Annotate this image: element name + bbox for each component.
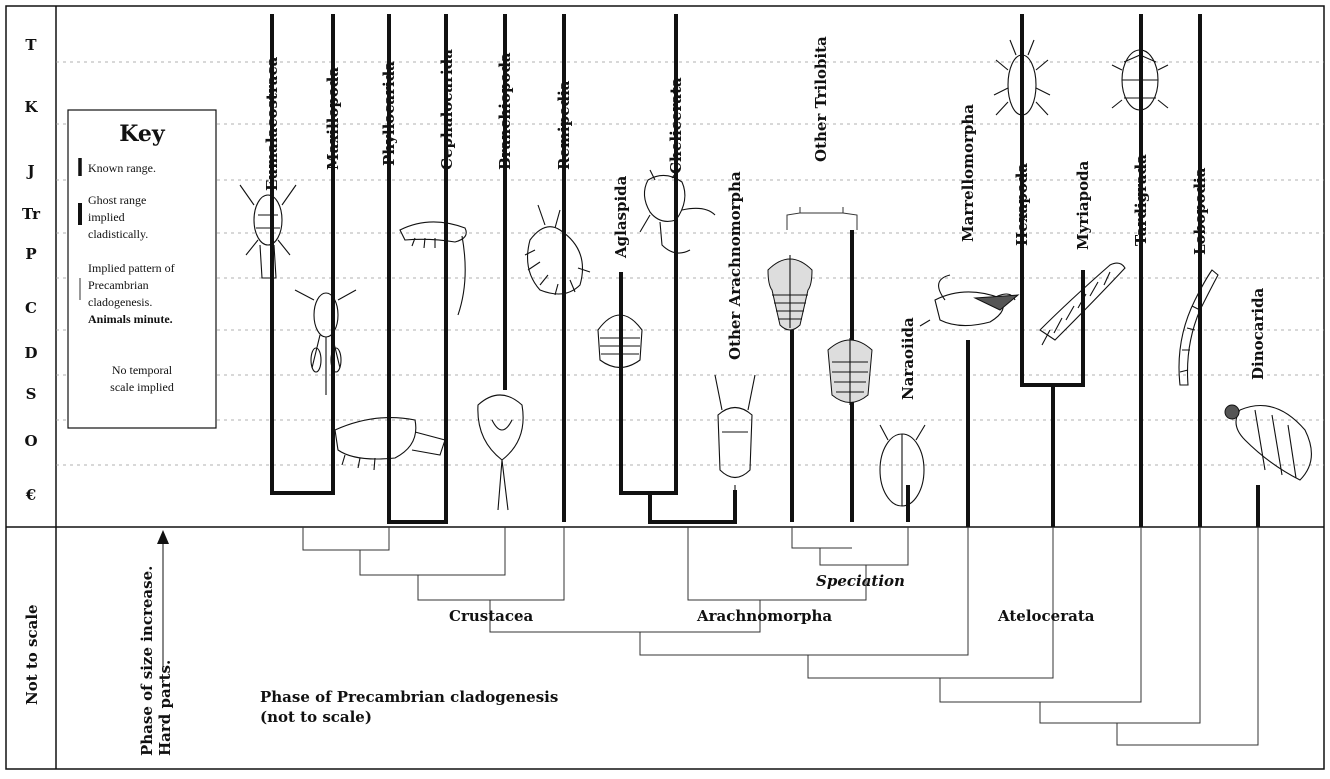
naraoiida-illustration xyxy=(880,425,925,506)
branchiopoda-illustration xyxy=(478,395,523,510)
period-label: K xyxy=(24,98,38,116)
remipedia-illustration xyxy=(525,205,590,295)
precambrian-phase-line: Phase of Precambrian cladogenesis xyxy=(260,688,558,706)
taxon-label-marrellomorpha: Marrellomorpha xyxy=(959,104,977,242)
key-title: Key xyxy=(119,121,166,147)
taxon-label-lobopodia: Lobopodia xyxy=(1191,167,1209,255)
period-label: S xyxy=(26,385,37,403)
key-implied-line: Precambrian xyxy=(88,278,149,292)
taxon-label-tardigrada: Tardigrada xyxy=(1132,154,1150,246)
group-label-crustacea: Crustacea xyxy=(449,607,534,625)
key-box: Key Known range. Ghost range implied cla… xyxy=(68,110,216,428)
period-label: O xyxy=(24,432,37,450)
period-labels: T K J Tr P C D S O € xyxy=(22,36,41,504)
group-label-speciation: Speciation xyxy=(816,572,905,590)
animal-illustrations xyxy=(240,40,1311,510)
taxon-label-maxillopoda: Maxillopoda xyxy=(324,67,342,170)
taxon-label-phyllocarida: Phyllocarida xyxy=(380,61,398,166)
taxon-label-chelicerata: Chelicerata xyxy=(667,77,685,174)
key-known-range: Known range. xyxy=(88,161,156,175)
phase-size-label: Phase of size increase. xyxy=(138,566,156,756)
maxillopoda-illustration xyxy=(295,290,356,395)
taxon-label-other-trilobita: Other Trilobita xyxy=(812,36,830,162)
key-ghost-line: Ghost range xyxy=(88,193,146,207)
key-no-temporal-line: No temporal xyxy=(112,363,173,377)
key-ghost-line: cladistically. xyxy=(88,227,148,241)
range-bars xyxy=(272,14,1258,527)
taxon-label-remipedia: Remipedia xyxy=(555,80,573,170)
period-label: P xyxy=(25,245,36,263)
key-ghost-line: implied xyxy=(88,210,125,224)
period-label: € xyxy=(25,486,36,504)
key-animals-minute: Animals minute. xyxy=(88,312,173,326)
period-label: C xyxy=(25,299,37,317)
size-increase-annotation: Phase of size increase. Hard parts. xyxy=(138,530,174,756)
trilobite-illustration-right xyxy=(828,338,872,405)
taxon-label-aglaspida: Aglaspida xyxy=(612,175,630,259)
cephalocarida-illustration xyxy=(400,222,466,315)
period-label: Tr xyxy=(22,205,41,223)
precambrian-phase-line: (not to scale) xyxy=(260,708,372,726)
arrow-up-icon xyxy=(157,530,169,544)
taxon-labels: Eumalacostraca Maxillopoda Phyllocarida … xyxy=(263,36,1267,400)
eumalacostraca-illustration xyxy=(240,185,296,278)
taxon-label-branchiopoda: Branchiopoda xyxy=(496,52,514,170)
group-label-arachnomorpha: Arachnomorpha xyxy=(696,607,832,625)
period-gridlines xyxy=(56,62,1324,465)
group-label-atelocerata: Atelocerata xyxy=(997,607,1095,625)
marrellomorpha-illustration xyxy=(920,275,1018,326)
hard-parts-label: Hard parts. xyxy=(156,660,174,756)
key-no-temporal-line: scale implied xyxy=(110,380,174,394)
not-to-scale-label: Not to scale xyxy=(23,604,41,705)
period-label: T xyxy=(25,36,37,54)
taxon-label-dinocarida: Dinocarida xyxy=(1249,287,1267,380)
key-implied-line: Implied pattern of xyxy=(88,261,175,275)
taxon-label-eumalacostraca: Eumalacostraca xyxy=(263,56,281,191)
other-arachnomorpha-illustration xyxy=(715,375,755,490)
taxon-label-hexapoda: Hexapoda xyxy=(1013,163,1031,246)
period-label: J xyxy=(25,162,34,180)
key-implied-line: cladogenesis. xyxy=(88,295,152,309)
period-label: D xyxy=(24,344,37,362)
taxon-label-other-arachnomorpha: Other Arachnomorpha xyxy=(726,171,744,360)
taxon-label-cephalocarida: Cephalocarida xyxy=(438,49,456,170)
dinocarida-illustration xyxy=(1225,405,1311,480)
taxon-label-naraoiida: Naraoiida xyxy=(899,317,917,400)
trilobite-illustration-left xyxy=(768,255,812,330)
taxon-label-myriapoda: Myriapoda xyxy=(1074,160,1092,250)
